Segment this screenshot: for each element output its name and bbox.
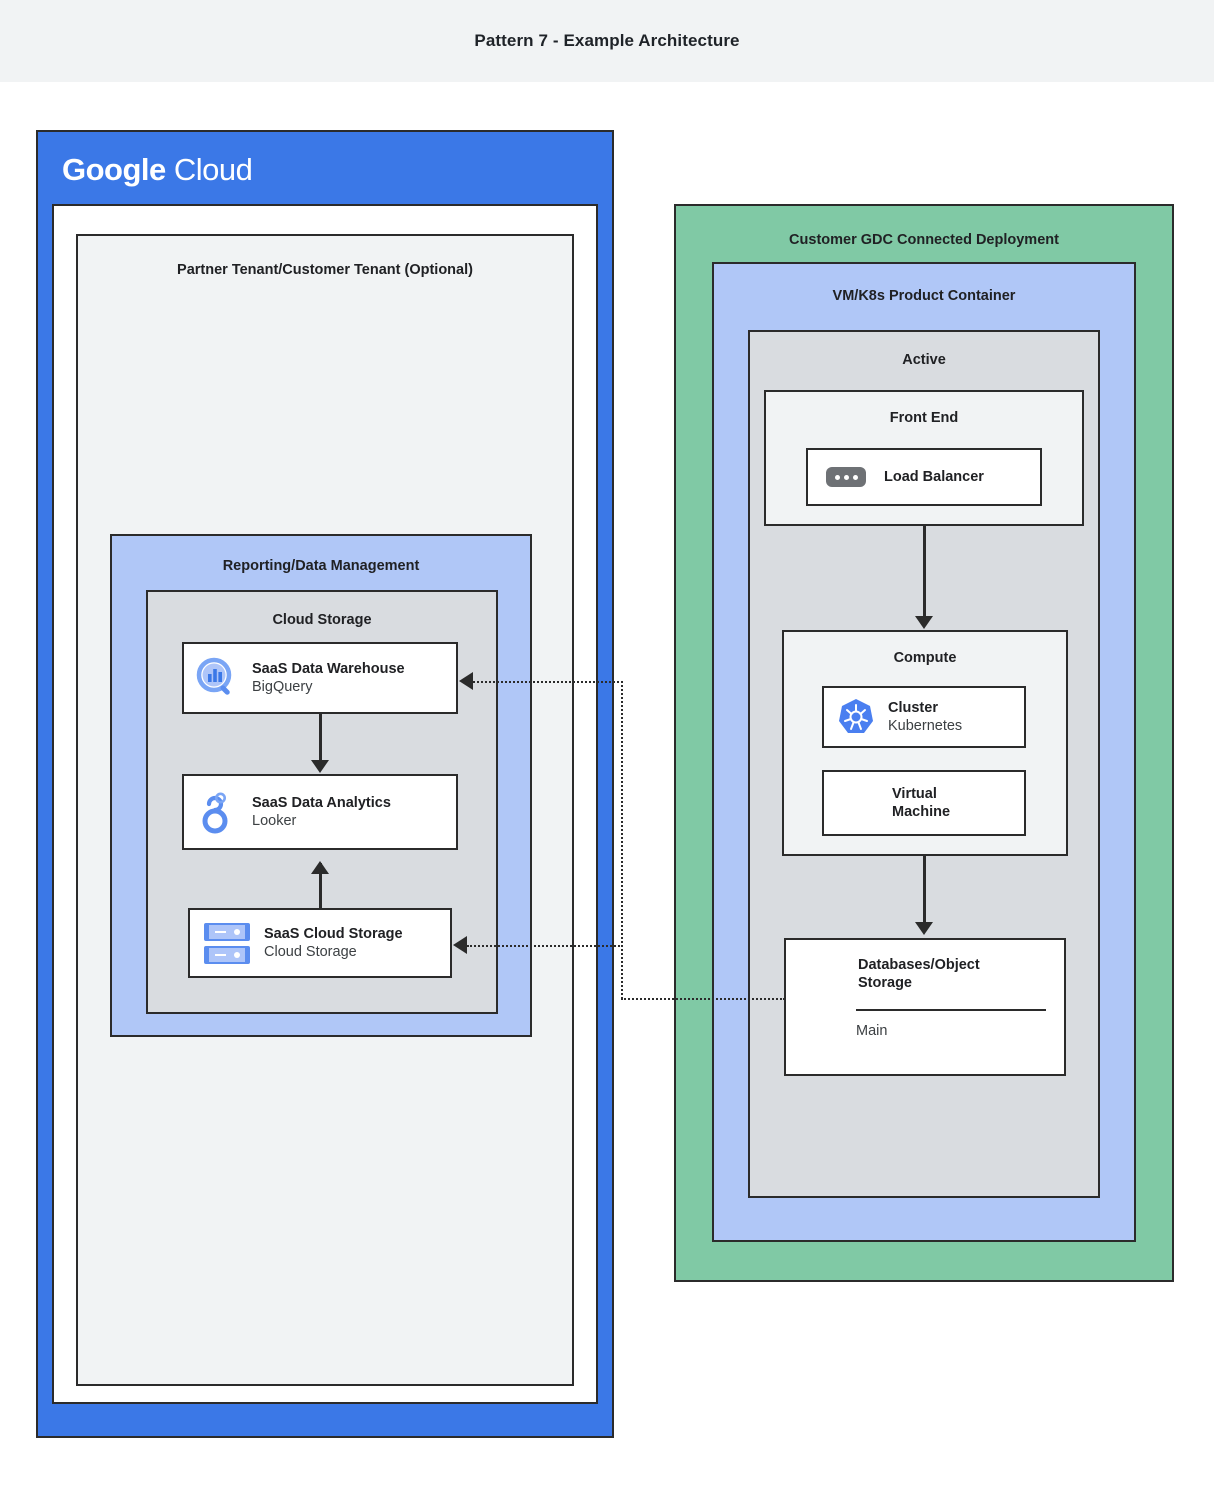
arrow-storage-to-analytics-head (311, 861, 329, 874)
arrow-compute-to-db-head (915, 922, 933, 935)
google-cloud-logo-google: Google (62, 152, 166, 187)
dotted-link-db-to-warehouse-horizontal (473, 681, 623, 683)
node-title: Cluster (888, 699, 938, 716)
node-title-line2: Storage (858, 975, 912, 992)
node-text: SaaS Data Analytics Looker (252, 794, 391, 830)
node-text: Databases/Object Storage (858, 956, 980, 992)
dotted-link-db-to-warehouse-arrowhead (459, 672, 473, 690)
database-divider (856, 1009, 1046, 1011)
node-text: Virtual Machine (892, 785, 950, 821)
server-icon (836, 783, 880, 824)
load-balancer-label: Load Balancer (884, 468, 984, 485)
node-title: SaaS Data Warehouse (252, 660, 405, 677)
bigquery-icon (196, 657, 238, 699)
kubernetes-icon (836, 697, 876, 737)
google-cloud-logo-cloud: Cloud (173, 152, 253, 187)
node-text: Cluster Kubernetes (888, 699, 962, 735)
looker-icon (196, 789, 238, 835)
partner-tenant-title: Partner Tenant/Customer Tenant (Optional… (177, 262, 473, 278)
arrow-warehouse-to-analytics-head (311, 760, 329, 773)
load-balancer-icon (826, 467, 866, 487)
node-saas-data-analytics[interactable]: SaaS Data Analytics Looker (182, 774, 458, 850)
node-text: SaaS Data Warehouse BigQuery (252, 660, 405, 696)
node-cluster[interactable]: Cluster Kubernetes (822, 686, 1026, 748)
node-saas-cloud-storage[interactable]: SaaS Cloud Storage Cloud Storage (188, 908, 452, 978)
arrow-lb-to-compute-head (915, 616, 933, 629)
front-end-title: Front End (889, 410, 959, 426)
node-subtitle: Looker (252, 813, 297, 829)
node-title: SaaS Data Analytics (252, 794, 391, 811)
node-text: SaaS Cloud Storage Cloud Storage (264, 925, 403, 961)
database-header: Databases/Object Storage (786, 940, 1064, 997)
node-title-line1: Virtual (892, 785, 937, 802)
node-virtual-machine[interactable]: Virtual Machine (822, 770, 1026, 836)
cloud-storage-title: Cloud Storage (272, 612, 372, 628)
reporting-title: Reporting/Data Management (222, 558, 420, 574)
node-subtitle: Cloud Storage (264, 944, 357, 960)
arrow-compute-to-db-line (923, 856, 926, 924)
page-header: Pattern 7 - Example Architecture (0, 0, 1214, 83)
arrow-warehouse-to-analytics-line (319, 714, 322, 762)
node-databases-object-storage[interactable]: Databases/Object Storage Main (784, 938, 1066, 1076)
cloud-storage-icon (204, 922, 250, 964)
database-footer-label: Main (856, 1023, 888, 1039)
dotted-link-vertical-trunk (621, 681, 623, 999)
compute-title: Compute (893, 650, 957, 666)
node-title-line1: Databases/Object (858, 957, 980, 973)
gdc-title: Customer GDC Connected Deployment (789, 232, 1059, 248)
vm-k8s-title: VM/K8s Product Container (832, 288, 1016, 304)
arrow-lb-to-compute-line (923, 526, 926, 618)
diagram-canvas: Google Cloud Partner Tenant/Customer Ten… (0, 82, 1214, 1492)
node-subtitle: Kubernetes (888, 718, 963, 734)
node-subtitle: BigQuery (252, 679, 313, 695)
dotted-link-to-database-horizontal (621, 998, 785, 1000)
node-load-balancer[interactable]: Load Balancer (806, 448, 1042, 506)
node-saas-data-warehouse[interactable]: SaaS Data Warehouse BigQuery (182, 642, 458, 714)
node-title: SaaS Cloud Storage (264, 925, 403, 942)
node-title-line2: Machine (892, 804, 951, 820)
page-title: Pattern 7 - Example Architecture (474, 31, 740, 50)
google-cloud-logo: Google Cloud (62, 152, 253, 188)
dotted-link-db-to-storage-horizontal (467, 945, 623, 947)
dotted-link-db-to-storage-arrowhead (453, 936, 467, 954)
server-icon (800, 956, 844, 997)
active-title: Active (902, 352, 946, 368)
arrow-storage-to-analytics-line (319, 863, 322, 908)
